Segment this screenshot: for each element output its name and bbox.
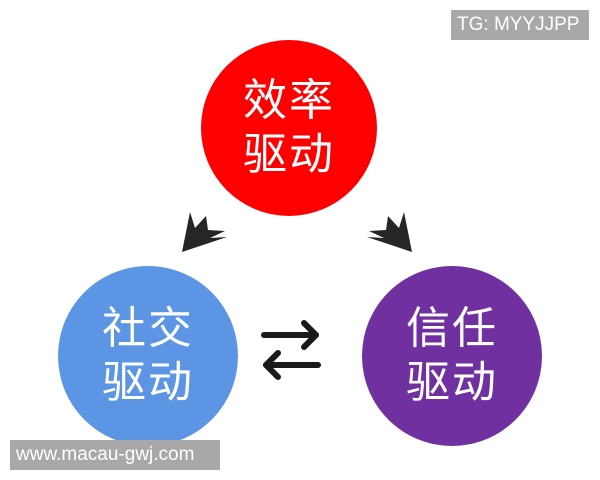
watermark-url: www.macau-gwj.com <box>10 440 220 470</box>
node-label-line1: 效率 <box>243 75 335 126</box>
social-driven-node: 社交 驱动 <box>58 266 238 446</box>
watermark-telegram: TG: MYYJJPP <box>451 10 589 40</box>
bidirectional-arrows-icon <box>261 320 321 380</box>
node-label-line1: 社交 <box>102 303 194 354</box>
efficiency-driven-node: 效率 驱动 <box>201 40 377 216</box>
node-label-line2: 驱动 <box>243 129 335 180</box>
arrow-down-left-icon <box>182 212 227 252</box>
node-label-line2: 驱动 <box>102 357 194 408</box>
node-label-line2: 驱动 <box>406 357 498 408</box>
arrow-down-right-icon <box>367 212 412 252</box>
trust-driven-node: 信任 驱动 <box>362 266 542 446</box>
node-label-line1: 信任 <box>406 303 498 354</box>
